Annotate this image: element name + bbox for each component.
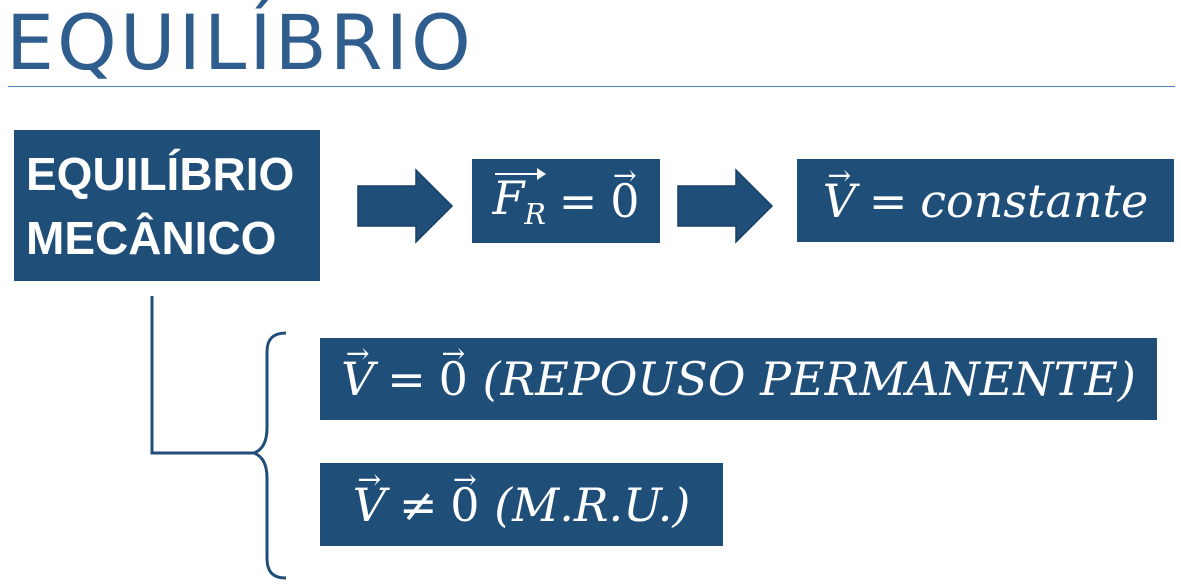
equals-sign: = xyxy=(558,174,598,228)
resultant-force-vector: FR xyxy=(492,168,547,231)
velocity-vector: V xyxy=(341,340,374,406)
rest-label: (REPOUSO PERMANENTE) xyxy=(482,352,1136,406)
velocity-constant-box: V=constante xyxy=(797,159,1174,242)
title-divider xyxy=(8,86,1175,87)
permanent-rest-box: V=0(REPOUSO PERMANENTE) xyxy=(320,338,1157,420)
equals-sign: = xyxy=(868,173,908,228)
page-title: EQUILÍBRIO xyxy=(6,0,474,87)
main-box-line2: MECÂNICO xyxy=(26,212,277,264)
mru-label: (M.R.U.) xyxy=(494,477,691,532)
velocity-vector: V xyxy=(823,162,856,228)
mru-box: V≠0 (M.R.U.) xyxy=(320,463,723,546)
arrow-right-icon xyxy=(677,168,774,244)
main-box-line1: EQUILÍBRIO xyxy=(26,148,295,200)
zero-vector: 0 xyxy=(610,162,640,228)
not-equal-sign: ≠ xyxy=(398,477,438,532)
arrow-right-icon xyxy=(357,168,454,244)
equilibrio-mecanico-box: EQUILÍBRIO MECÂNICO xyxy=(14,130,320,281)
resultant-force-box: FR=0 xyxy=(472,159,660,243)
curly-brace xyxy=(249,331,287,580)
equals-sign: = xyxy=(387,352,426,406)
zero-vector: 0 xyxy=(439,340,469,406)
velocity-vector: V xyxy=(353,466,386,532)
force-subscript: R xyxy=(524,197,546,231)
connector-line xyxy=(150,296,254,455)
force-symbol: F xyxy=(492,171,525,226)
zero-vector: 0 xyxy=(450,466,480,532)
constant-text: constante xyxy=(920,173,1149,228)
